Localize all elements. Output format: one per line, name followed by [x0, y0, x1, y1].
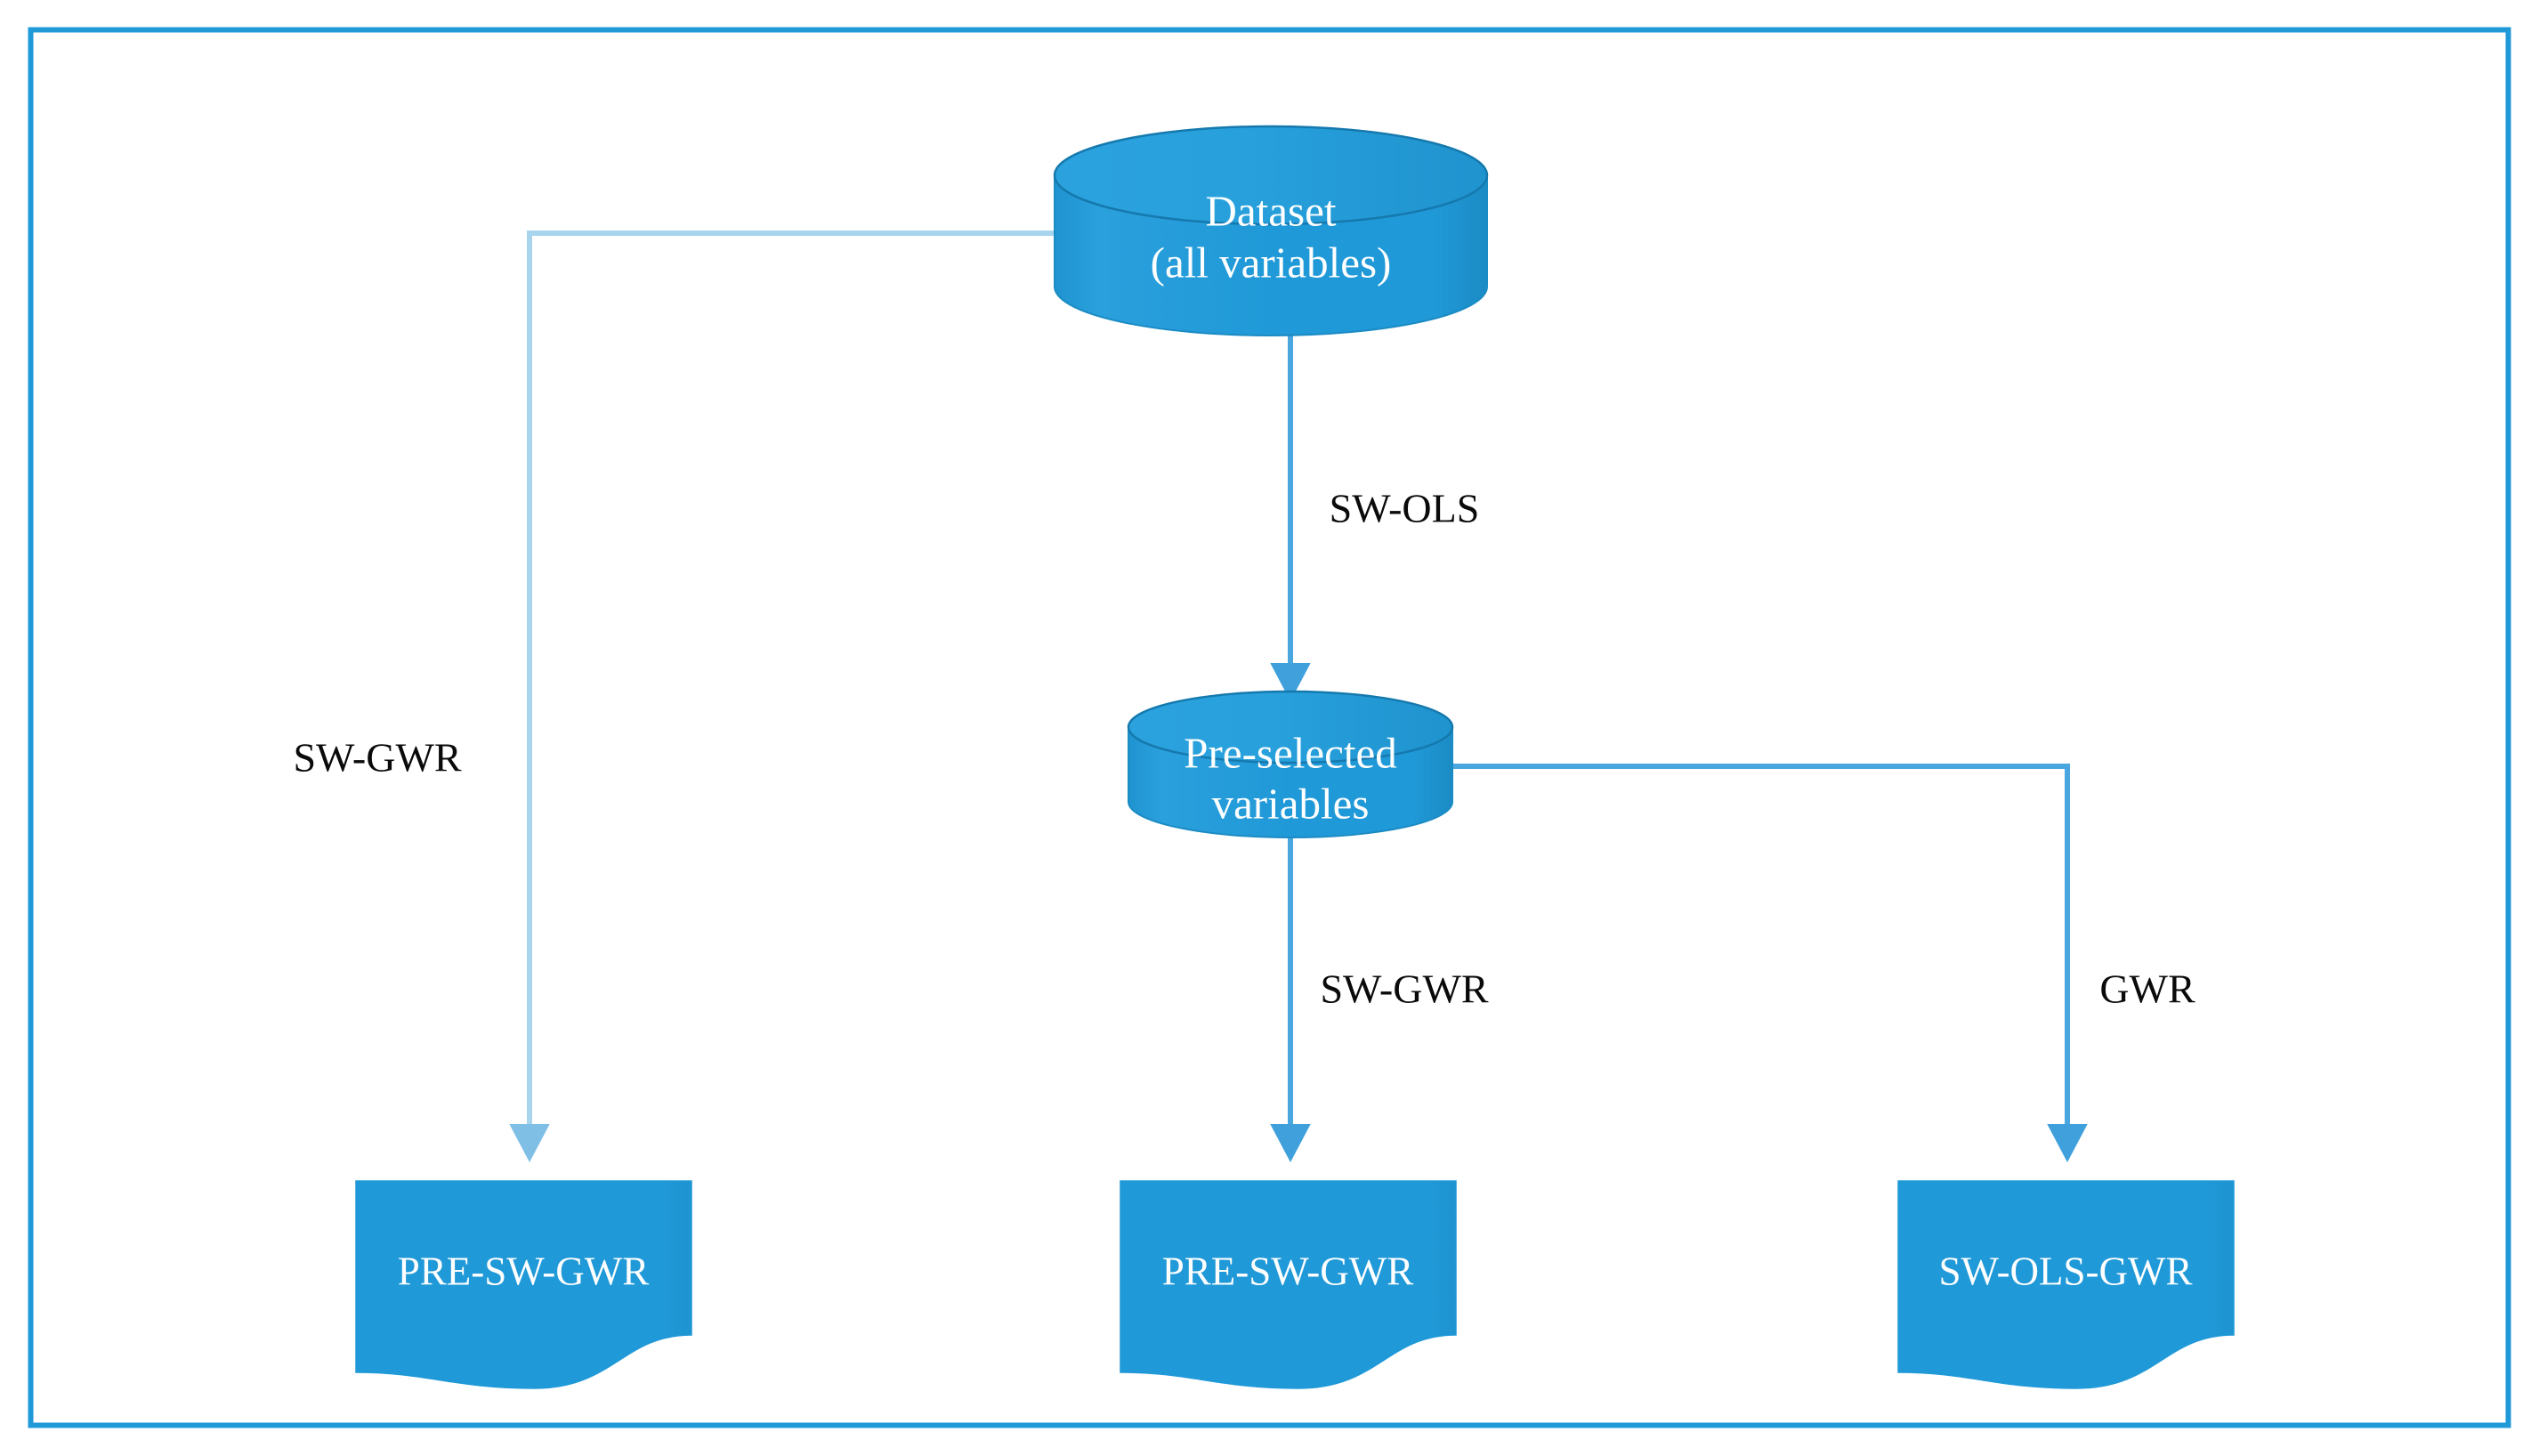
preselected-label-line1: Pre-selected [1184, 728, 1396, 777]
pre-sw-gwr-left-label: PRE-SW-GWR [398, 1249, 650, 1293]
node-preselected-cylinder[interactable]: Pre-selected variables [1127, 690, 1454, 838]
edge-label-sw-ols: SW-OLS [1330, 486, 1480, 531]
node-pre-sw-gwr-left-document[interactable]: PRE-SW-GWR [355, 1180, 692, 1389]
edge-label-sw-gwr-middle: SW-GWR [1320, 967, 1488, 1012]
preselected-label-line2: variables [1212, 779, 1370, 828]
pre-sw-gwr-middle-label: PRE-SW-GWR [1162, 1249, 1414, 1293]
dataset-label-line2: (all variables) [1151, 238, 1392, 287]
sw-ols-gwr-right-label: SW-OLS-GWR [1939, 1249, 2193, 1293]
edge-dataset-to-left-doc [509, 231, 1056, 1163]
node-pre-sw-gwr-middle-document[interactable]: PRE-SW-GWR [1120, 1180, 1457, 1389]
dataset-label-line1: Dataset [1206, 186, 1337, 235]
edge-preselected-to-right-doc [1452, 764, 2088, 1163]
node-sw-ols-gwr-right-document[interactable]: SW-OLS-GWR [1897, 1180, 2235, 1389]
node-dataset-cylinder[interactable]: Dataset (all variables) [1053, 125, 1489, 336]
edge-label-gwr: GWR [2099, 967, 2195, 1012]
edge-label-sw-gwr-left: SW-GWR [293, 735, 461, 781]
